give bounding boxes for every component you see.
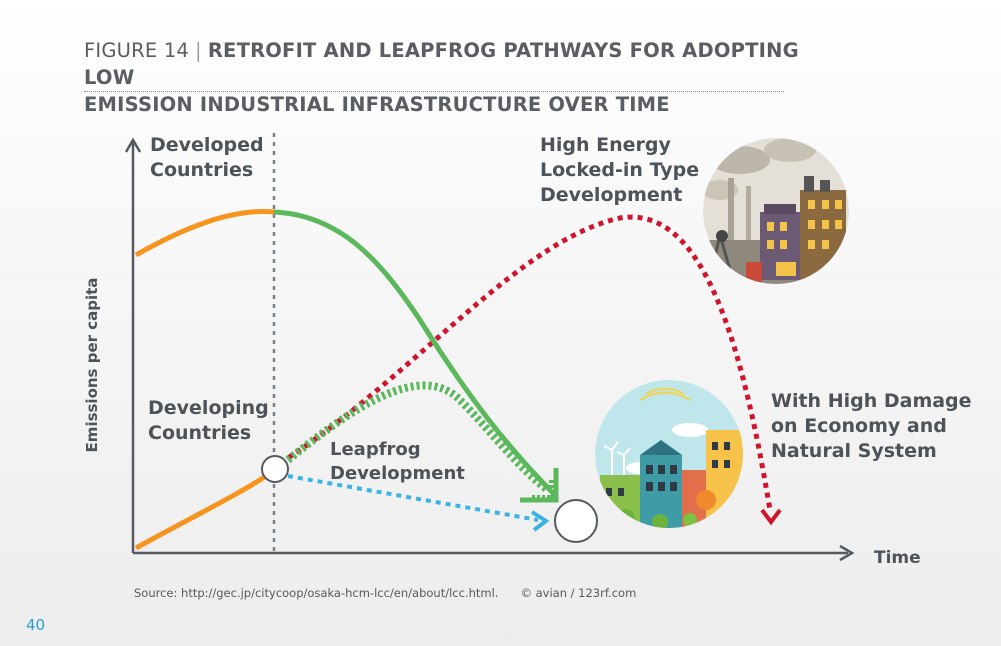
- x-axis-label: Time: [874, 548, 921, 568]
- developing-orange-line: [134, 469, 274, 551]
- page-number: 40: [26, 616, 46, 634]
- green-city-illustration: [595, 380, 743, 528]
- figure-title: FIGURE 14|RETROFIT AND LEAPFROG PATHWAYS…: [84, 37, 804, 118]
- title-line-1: RETROFIT AND LEAPFROG PATHWAYS FOR ADOPT…: [84, 39, 799, 89]
- source-text: Source: http://gec.jp/citycoop/osaka-hcm…: [134, 586, 499, 600]
- developing-start-node: [261, 455, 289, 483]
- high-damage-label: With High Damage on Economy and Natural …: [771, 390, 972, 462]
- high-energy-path: [286, 214, 782, 526]
- leapfrog-green-path: [285, 381, 555, 501]
- title-divider: [84, 91, 784, 92]
- leapfrog-label: Leapfrog Development: [330, 439, 465, 484]
- high-energy-label: High Energy Locked-in Type Development: [540, 134, 700, 206]
- source-note: Source: http://gec.jp/citycoop/osaka-hcm…: [134, 586, 636, 600]
- y-axis-label: Emissions per capita: [83, 277, 101, 453]
- title-separator: |: [195, 39, 202, 62]
- title-line-2: EMISSION INDUSTRIAL INFRASTRUCTURE OVER …: [84, 93, 670, 116]
- y-axis: [124, 137, 142, 553]
- figure-label: FIGURE 14: [84, 39, 190, 62]
- polluted-city-illustration: [703, 138, 849, 284]
- low-emission-target-node: [554, 499, 598, 543]
- developed-countries-label: Developed Countries: [150, 134, 264, 181]
- x-axis: [133, 544, 855, 562]
- image-credit: © avian / 123rf.com: [520, 586, 637, 600]
- leapfrog-blue-path: [287, 474, 550, 532]
- developing-countries-label: Developing Countries: [148, 397, 269, 444]
- developed-orange-curve: [134, 209, 275, 258]
